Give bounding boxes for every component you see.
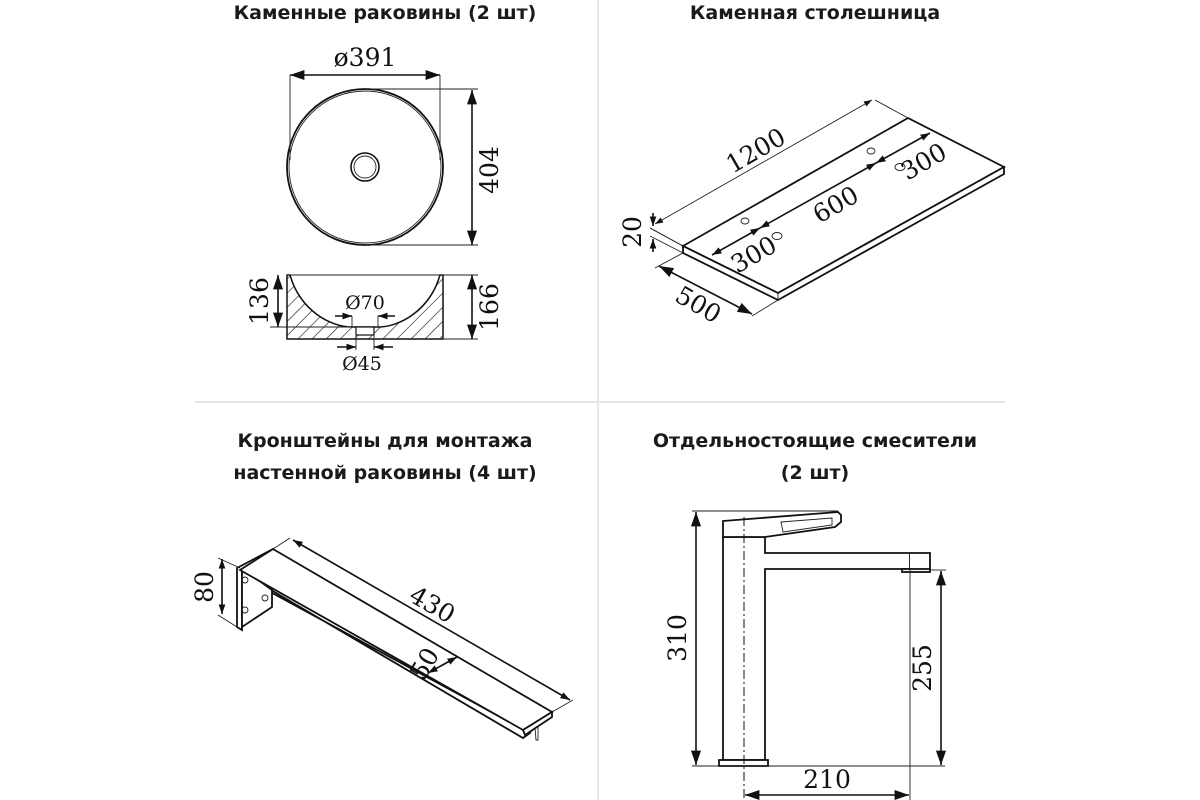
faucet-handle (722, 511, 842, 538)
aerator (901, 568, 931, 573)
width-dimension (658, 265, 753, 315)
sink-rim (288, 90, 442, 244)
countertop-panel: Каменная столешница 1200 500 20 600 300 … (618, 2, 1006, 329)
sinks-title: Каменные раковины (2 шт) (234, 2, 537, 24)
faucets-title-line1: Отдельностоящие смесители (653, 430, 977, 452)
width-dimension (427, 656, 458, 674)
faucet-body (722, 536, 911, 761)
faucets-title-line2: (2 шт) (781, 462, 849, 484)
drain-hole-outer (350, 152, 380, 182)
height-label: 80 (190, 571, 219, 603)
mount-hole (261, 594, 269, 602)
mount-hole (241, 606, 249, 614)
drain-inner-label: Ø45 (342, 353, 382, 375)
width-label: 500 (670, 280, 726, 329)
countertop-title: Каменная столешница (690, 2, 940, 24)
spout-height-label: 255 (908, 644, 937, 692)
brackets-title-line1: Кронштейны для монтажа (238, 430, 533, 452)
faucet-hole-right (894, 163, 906, 171)
faucets-panel: Отдельностоящие смесители (2 шт) 310 255… (653, 430, 977, 800)
hole-spacing-dimension (759, 162, 877, 229)
sink-top-view (286, 88, 444, 246)
bracket-flange (253, 579, 532, 740)
outer-height-label: 166 (475, 283, 504, 331)
thickness-label: 20 (618, 216, 647, 248)
total-height-label: 310 (663, 614, 692, 662)
brackets-title-line2: настенной раковины (4 шт) (233, 462, 536, 484)
faucet-hole-left (771, 232, 783, 240)
bracket-arm-top (238, 547, 554, 732)
length-label: 430 (404, 580, 460, 629)
sinks-panel: Каменные раковины (2 шт) ø391 404 136 16… (234, 2, 537, 375)
drain-section (355, 326, 375, 336)
depth-label: 404 (475, 146, 504, 194)
length-dimension (292, 539, 571, 701)
drain-hole-inner (353, 155, 377, 179)
brackets-panel: Кронштейны для монтажа настенной раковин… (190, 430, 574, 741)
reach-label: 210 (803, 765, 851, 794)
mount-hole (241, 576, 249, 584)
length-label: 1200 (721, 122, 791, 179)
diameter-label: ø391 (334, 43, 397, 72)
inner-height-label: 136 (245, 277, 274, 325)
faucet-spout-tip (910, 552, 931, 571)
drain-outer-label: Ø70 (345, 292, 385, 314)
length-dimension (654, 99, 873, 225)
